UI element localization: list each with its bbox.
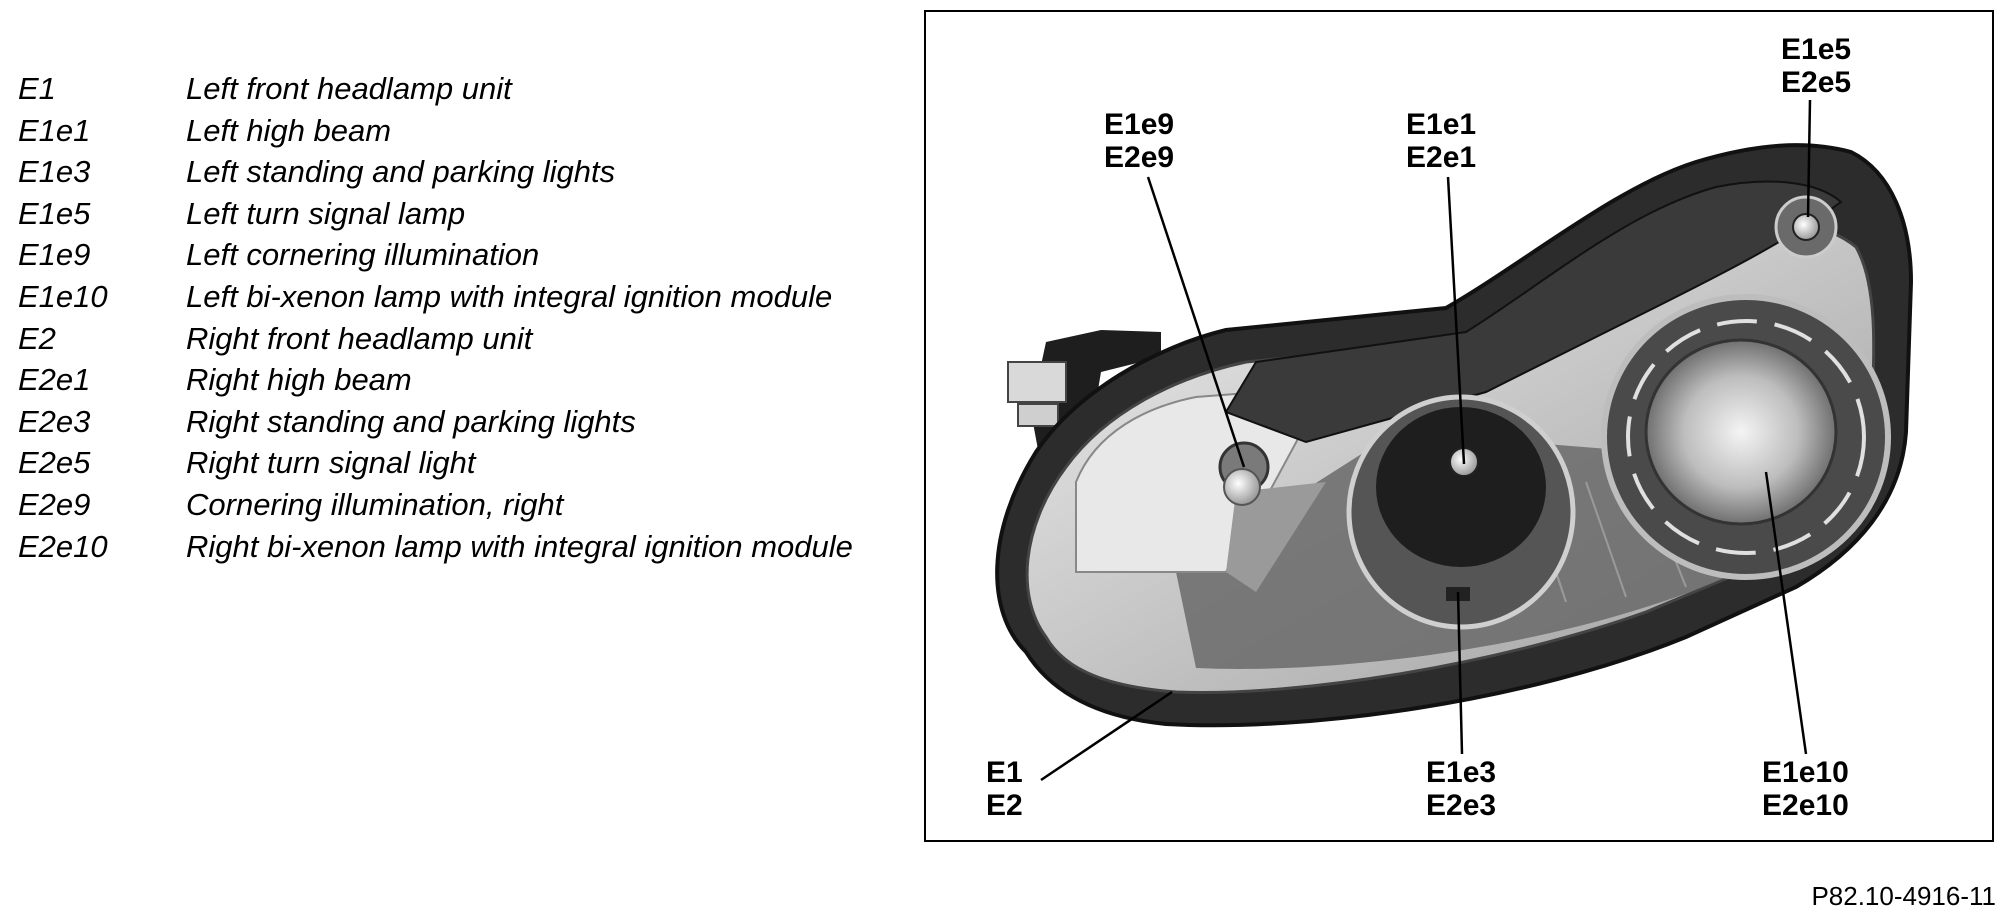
cornering-bulb — [1218, 441, 1270, 506]
legend-code: E1e3 — [18, 154, 91, 190]
legend-description: Right front headlamp unit — [186, 320, 533, 356]
callout-e10: E1e10 E2e10 — [1762, 756, 1849, 822]
legend-code: E1e5 — [18, 195, 91, 231]
legend-code: E2e9 — [18, 486, 91, 522]
legend-code: E1e1 — [18, 112, 91, 148]
cornering-shield — [1226, 482, 1326, 592]
legend-row: E2e10 Right bi-xenon lamp with integral i… — [18, 526, 853, 568]
legend-row: E2e3 Right standing and parking lights — [18, 401, 853, 443]
legend-description: Right high beam — [186, 362, 412, 398]
callout-e9-line1: E1e9 — [1104, 108, 1174, 141]
callout-e1: E1e1 E2e1 — [1406, 108, 1476, 174]
leader-lines — [1040, 99, 1812, 782]
legend-row: E2e5 Right turn signal light — [18, 442, 853, 484]
callout-e10-line2: E2e10 — [1762, 789, 1849, 822]
figure-reference-number: P82.10-4916-11 — [1811, 881, 1996, 911]
turn-signal-bulb — [1774, 195, 1838, 259]
legend-description: Left front headlamp unit — [186, 71, 512, 106]
legend-description: Left turn signal lamp — [186, 195, 466, 231]
callout-e1-line2: E2e1 — [1406, 141, 1476, 174]
legend-row: E2e9 Cornering illumination, right — [18, 484, 853, 526]
callout-e1-line1: E1e1 — [1406, 108, 1476, 141]
legend-description: Left bi-xenon lamp with integral ignitio… — [186, 278, 833, 314]
legend-description: Left high beam — [186, 112, 392, 148]
high-beam-module — [1346, 394, 1576, 630]
legend-row: E1e9 Left cornering illumination — [18, 234, 853, 276]
legend-row: E1 Left front headlamp unit — [18, 68, 853, 110]
callout-e3-line2: E2e3 — [1426, 789, 1496, 822]
callout-unit-line1: E1 — [986, 756, 1023, 789]
legend-code: E2e1 — [18, 362, 91, 398]
legend-description: Right turn signal light — [186, 445, 476, 481]
legend-description: Right standing and parking lights — [186, 403, 636, 439]
legend-code: E2 — [18, 320, 56, 356]
legend-description: Left standing and parking lights — [186, 154, 616, 190]
callout-e5-line2: E2e5 — [1781, 66, 1851, 99]
legend-row: E2 Right front headlamp unit — [18, 318, 853, 360]
callout-e3: E1e3 E2e3 — [1426, 756, 1496, 822]
bi-xenon-projector — [1601, 294, 1891, 580]
callout-e5: E1e5 E2e5 — [1781, 33, 1851, 99]
legend-row: E1e1 Left high beam — [18, 110, 853, 152]
callout-unit: E1 E2 — [986, 756, 1023, 822]
callout-e9: E1e9 E2e9 — [1104, 108, 1174, 174]
callout-e3-line1: E1e3 — [1426, 756, 1496, 789]
design-strip — [1224, 180, 1843, 444]
callout-e9-line2: E2e9 — [1104, 141, 1174, 174]
legend-description: Cornering illumination, right — [186, 486, 564, 522]
legend-code: E1e10 — [18, 278, 108, 314]
legend-row: E1e10 Left bi-xenon lamp with integral ig… — [18, 276, 853, 318]
legend-row: E1e3 Left standing and parking lights — [18, 151, 853, 193]
headlamp-figure: E1e5 E2e5 E1e9 E2e9 E1e1 E2e1 E1 E2 E1e3… — [924, 10, 1994, 842]
legend-description: Right bi-xenon lamp with integral igniti… — [186, 528, 853, 564]
legend-code: E1e9 — [18, 237, 91, 273]
callout-unit-line2: E2 — [986, 789, 1023, 822]
headlamp-illustration: E1e5 E2e5 E1e9 E2e9 E1e1 E2e1 E1 E2 E1e3… — [986, 33, 1914, 822]
legend-row: E1e5 Left turn signal lamp — [18, 193, 853, 235]
legend-code: E1 — [18, 71, 56, 106]
callout-e5-line1: E1e5 — [1781, 33, 1851, 66]
legend-code: E2e5 — [18, 445, 91, 481]
legend-description: Left cornering illumination — [186, 237, 540, 273]
legend-code: E2e3 — [18, 403, 91, 439]
callout-e10-line1: E1e10 — [1762, 756, 1849, 789]
legend-row: E2e1 Right high beam — [18, 359, 853, 401]
legend-code: E2e10 — [18, 528, 108, 564]
